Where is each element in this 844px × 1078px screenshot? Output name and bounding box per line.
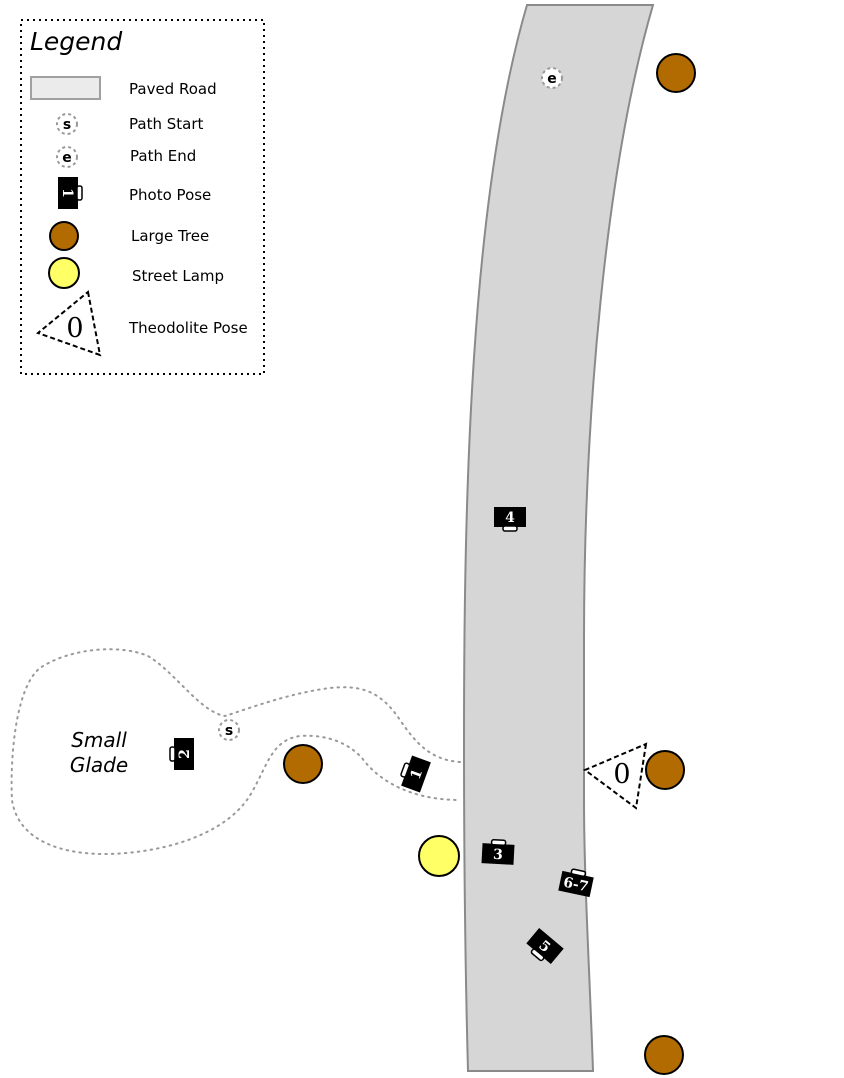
walking-path <box>10 648 461 856</box>
legend-photo-pose-icon: 1 <box>58 177 83 209</box>
glade-label-line2: Glade <box>70 753 128 777</box>
legend-road-label: Paved Road <box>129 80 217 98</box>
photo-pose-4-label: 4 <box>505 510 515 526</box>
path-end-marker <box>541 67 563 89</box>
theodolite-pose-label: 0 <box>613 759 630 790</box>
legend-tree-icon <box>49 221 79 251</box>
legend-tree-label: Large Tree <box>131 227 209 245</box>
legend-path-end-icon <box>56 146 78 168</box>
photo-pose-3-label: 3 <box>493 847 504 863</box>
legend-path-end-symbol: e <box>62 150 72 166</box>
path-start-marker-symbol: s <box>225 723 233 739</box>
legend-theodolite-symbol: 0 <box>66 313 83 344</box>
legend-photo-pose-symbol: 1 <box>59 188 75 198</box>
photo-pose-2: 2 <box>169 738 194 770</box>
photo-pose-3: 3 <box>481 839 515 865</box>
legend-theodolite-label: Theodolite Pose <box>128 319 248 337</box>
legend-lamp-icon <box>48 257 80 289</box>
large-tree <box>283 744 323 784</box>
photo-pose-2-label: 2 <box>177 749 193 759</box>
photo-pose-4: 4 <box>494 507 526 532</box>
glade-label-line1: Small <box>71 728 127 752</box>
legend-path-start-icon <box>56 113 78 135</box>
legend-path-start-label: Path Start <box>129 115 203 133</box>
legend-theodolite-icon <box>35 290 102 357</box>
large-tree <box>656 53 696 93</box>
theodolite-pose <box>583 742 648 810</box>
photo-pose-6-7-label: 6-7 <box>562 875 590 896</box>
photo-pose-5: 5 <box>526 928 564 964</box>
legend-path-end-label: Path End <box>130 147 196 165</box>
legend: Legend Paved Road s Path Start e Path En… <box>20 19 265 375</box>
path-start-marker <box>218 719 240 741</box>
legend-title: Legend <box>30 27 122 56</box>
legend-photo-pose-label: Photo Pose <box>129 186 211 204</box>
street-lamp <box>418 835 460 877</box>
large-tree <box>644 1035 684 1075</box>
legend-path-start-symbol: s <box>63 117 71 133</box>
path-end-marker-symbol: e <box>547 71 557 87</box>
photo-pose-6-7: 6-7 <box>558 868 594 898</box>
large-tree <box>645 750 685 790</box>
photo-pose-1: 1 <box>400 755 431 793</box>
legend-road-swatch <box>30 76 101 100</box>
paved-road <box>462 4 655 1072</box>
legend-lamp-label: Street Lamp <box>132 267 224 285</box>
